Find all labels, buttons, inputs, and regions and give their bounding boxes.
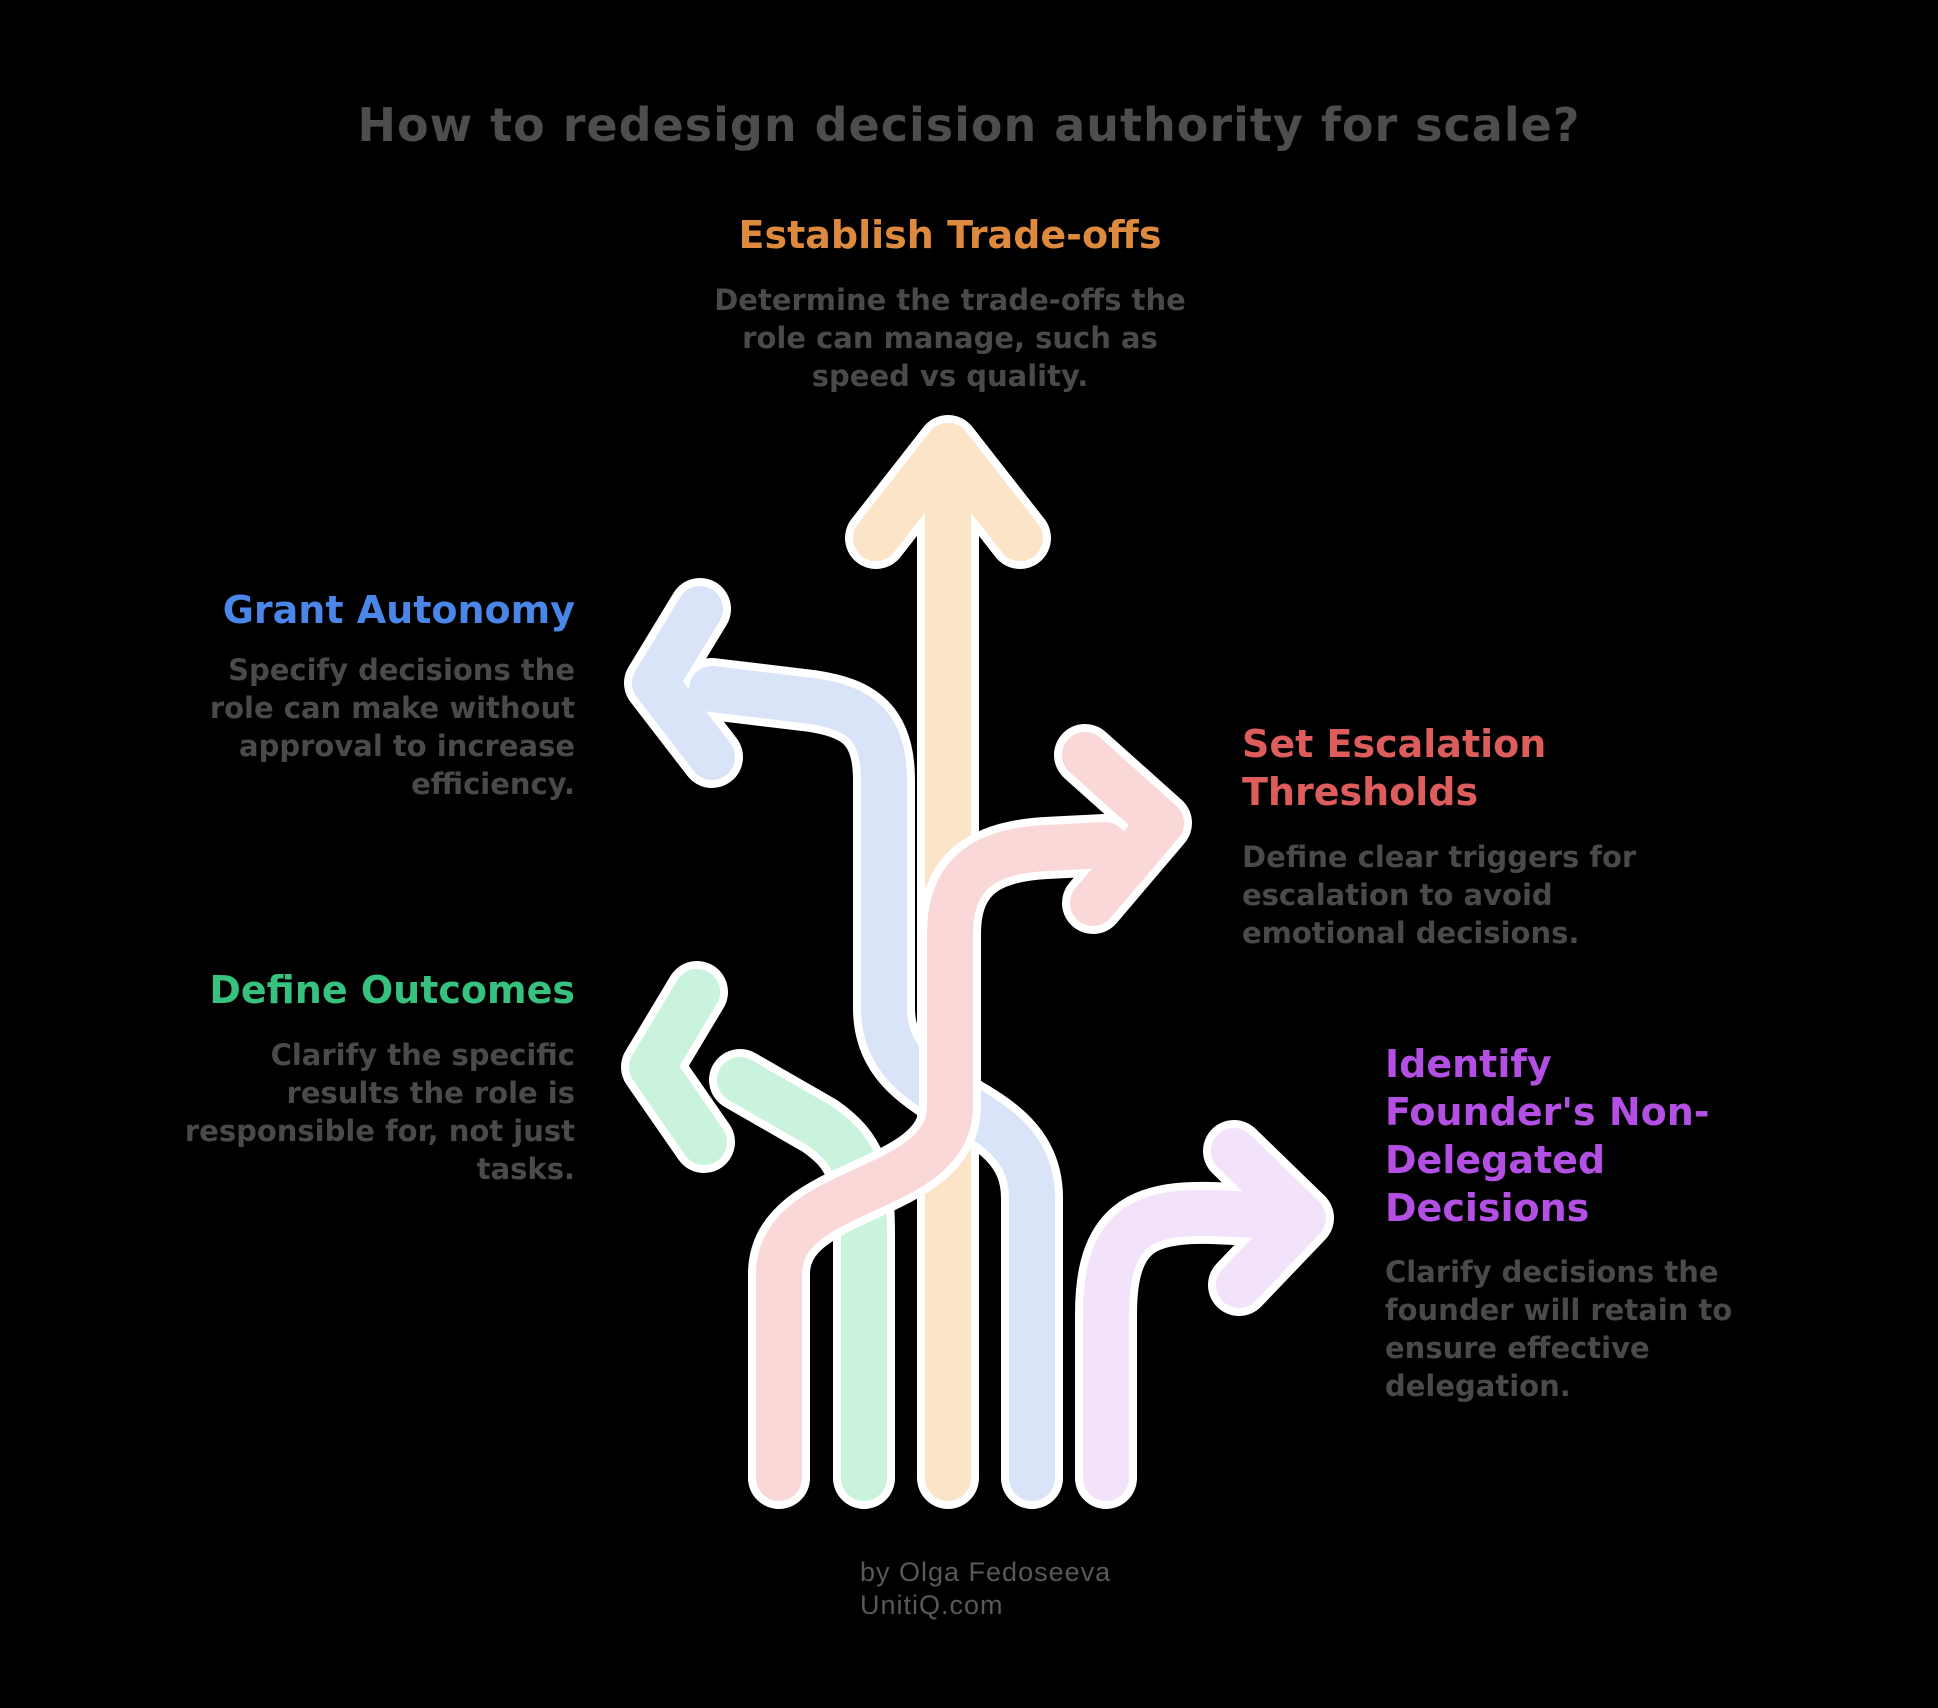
body-line: role can manage, such as [742, 321, 1158, 355]
body-line: delegation. [1385, 1369, 1571, 1403]
body-line: ensure effective [1385, 1331, 1650, 1365]
body-define-outcomes: Clarify the specific results the role is… [145, 1036, 575, 1188]
heading-identify-founders-decisions: Identify Founder's Non- Delegated Decisi… [1385, 1040, 1815, 1232]
body-set-escalation-thresholds: Define clear triggers for escalation to … [1242, 838, 1662, 952]
body-line: responsible for, not just [184, 1114, 575, 1148]
body-line: Clarify the specific [270, 1038, 575, 1072]
footer-byline: by Olga Fedoseeva [860, 1557, 1112, 1587]
heading-line: Decisions [1385, 1186, 1590, 1230]
body-line: Clarify decisions the [1385, 1255, 1719, 1289]
body-line: Specify decisions the [228, 653, 575, 687]
footer-website: UnitiQ.com [860, 1590, 1004, 1620]
body-line: results the role is [286, 1076, 575, 1110]
body-line: speed vs quality. [811, 359, 1089, 393]
body-line: founder will retain to [1385, 1293, 1733, 1327]
body-line: role can make without [209, 691, 575, 725]
body-identify-founders-decisions: Clarify decisions the founder will retai… [1385, 1253, 1815, 1405]
body-line: approval to increase [239, 729, 575, 763]
heading-grant-autonomy: Grant Autonomy [145, 586, 575, 634]
body-line: efficiency. [411, 767, 575, 801]
heading-set-escalation-thresholds: Set Escalation Thresholds [1242, 720, 1662, 816]
body-line: Determine the trade-offs the [714, 283, 1186, 317]
body-line: emotional decisions. [1242, 916, 1580, 950]
heading-define-outcomes: Define Outcomes [145, 966, 575, 1014]
heading-line: Set Escalation [1242, 722, 1547, 766]
body-line: Define clear triggers for [1242, 840, 1637, 874]
body-establish-trade-offs: Determine the trade-offs the role can ma… [660, 281, 1240, 395]
body-grant-autonomy: Specify decisions the role can make with… [145, 651, 575, 803]
heading-line: Establish Trade-offs [738, 213, 1162, 257]
heading-line: Founder's Non- [1385, 1090, 1710, 1134]
footer-credit: by Olga Fedoseeva UnitiQ.com [860, 1556, 1111, 1622]
heading-line: Define Outcomes [209, 968, 575, 1012]
heading-line: Thresholds [1242, 770, 1479, 814]
body-line: tasks. [476, 1152, 575, 1186]
founder-right-arrow [1106, 1151, 1303, 1478]
heading-line: Delegated [1385, 1138, 1606, 1182]
body-line: escalation to avoid [1242, 878, 1553, 912]
page-title: How to redesign decision authority for s… [357, 98, 1581, 152]
heading-line: Grant Autonomy [222, 588, 575, 632]
heading-line: Identify [1385, 1042, 1552, 1086]
heading-establish-trade-offs: Establish Trade-offs [700, 211, 1200, 259]
